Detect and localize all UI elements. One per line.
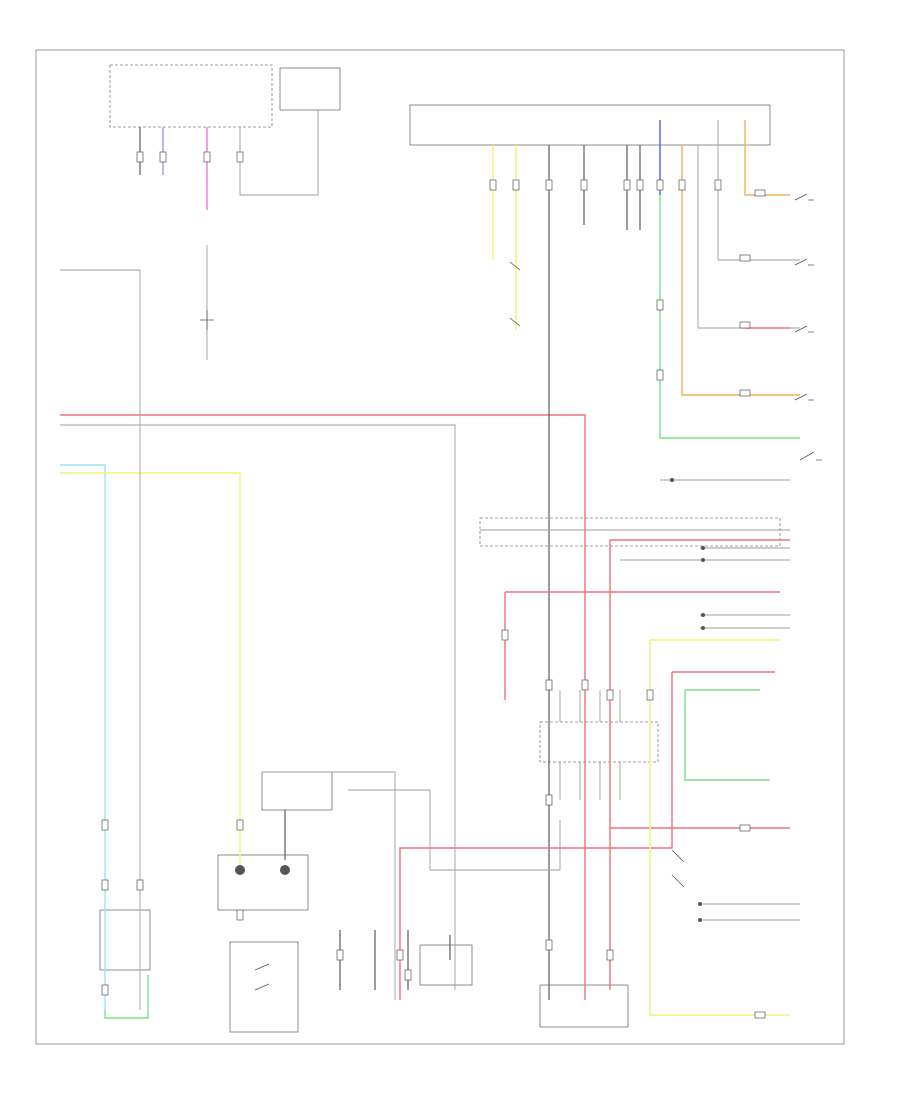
switch-symbol (794, 393, 814, 401)
switch-symbol (799, 451, 822, 461)
connector-pin (754, 189, 766, 197)
body-control-module-box (109, 64, 273, 128)
connector-pin (336, 949, 344, 961)
connector-pin (656, 179, 664, 191)
junction-node (698, 902, 702, 906)
red-wire-main (60, 414, 586, 1000)
steering-unit-box (217, 854, 309, 911)
fuel-sender-box (99, 909, 151, 971)
gray-wire-main (60, 424, 456, 990)
junction-node (701, 613, 705, 617)
yellow-wire-steering (60, 472, 241, 875)
switch-symbol (254, 963, 270, 991)
connector-pin (236, 151, 244, 163)
connector-pin (404, 969, 412, 981)
gray-wire-ecu-mid (697, 145, 800, 329)
antenna-unit-box (229, 941, 299, 1033)
connector-marks (101, 151, 766, 1019)
cyan-wire (60, 464, 106, 1010)
connector-pin (581, 679, 589, 691)
switch-symbol (200, 310, 214, 330)
connector-pin (739, 389, 751, 397)
connector-pin (754, 1011, 766, 1019)
switch-symbol (794, 325, 814, 333)
junction-block-box (539, 721, 659, 763)
gray-wire-lower-mid-2 (348, 789, 561, 871)
connector-pin (545, 679, 553, 691)
yellow-wire-right (649, 639, 790, 1016)
door-module-box (419, 944, 473, 986)
diagram-frame (35, 49, 845, 1045)
junction-node (670, 478, 674, 482)
connector-pin (545, 794, 553, 806)
orange-wire-ecu (681, 145, 800, 396)
connector-pin (739, 254, 751, 262)
green-wire-bottom-left (104, 975, 149, 1019)
red-wire-right-6 (399, 672, 673, 1000)
switch-symbols (200, 193, 822, 991)
connector-pin (236, 909, 244, 921)
junction-node (280, 865, 290, 875)
green-wire-ecu (659, 195, 800, 439)
connector-pin (203, 151, 211, 163)
sensor-unit-box (539, 984, 629, 1028)
gray-wire-relay-loop (239, 110, 319, 196)
connector-pin (545, 179, 553, 191)
junction-node (235, 865, 245, 875)
gray-wire-lower-mid (262, 771, 396, 1000)
connector-pin (656, 369, 664, 381)
connector-pin (623, 179, 631, 191)
red-wire-right-2 (609, 540, 790, 829)
gray-wire-junction-1 (559, 690, 621, 722)
switch-symbol (794, 193, 814, 201)
connector-pin (606, 689, 614, 701)
switch-symbol (794, 258, 814, 266)
relay-block-box (279, 67, 341, 111)
connector-pin (101, 984, 109, 996)
green-wire-right (684, 689, 770, 781)
connector-pin (501, 629, 509, 641)
gray-wire-ecu-loop (717, 120, 800, 261)
connector-pin (236, 819, 244, 831)
switch-symbol (509, 261, 521, 327)
junction-node (701, 626, 705, 630)
connector-pin (739, 824, 751, 832)
connector-pin (739, 321, 751, 329)
switch-symbol (671, 849, 685, 888)
connector-pin (714, 179, 722, 191)
connector-pin (646, 689, 654, 701)
gray-wire-right-6 (700, 903, 800, 921)
connector-pin (545, 939, 553, 951)
connector-pin (136, 879, 144, 891)
junction-node (701, 546, 705, 550)
connector-pin (678, 179, 686, 191)
connector-pin (656, 299, 664, 311)
gray-wire-junction-2 (559, 762, 621, 800)
orange-wire-ecu-top (744, 120, 790, 196)
connector-pin (101, 879, 109, 891)
keyless-control-box (479, 517, 781, 547)
connector-pin (636, 179, 644, 191)
connector-pin (512, 179, 520, 191)
connector-pin (159, 151, 167, 163)
junction-node (701, 558, 705, 562)
body-ecu-box (409, 104, 771, 146)
connector-pin (101, 819, 109, 831)
connector-pin (489, 179, 497, 191)
lock-control-box (261, 771, 333, 811)
connector-pin (396, 949, 404, 961)
connector-pin (606, 949, 614, 961)
junction-nodes (235, 478, 705, 922)
junction-node (698, 918, 702, 922)
gray-wire-left (60, 269, 141, 1010)
connector-pin (136, 151, 144, 163)
connector-pin (580, 179, 588, 191)
